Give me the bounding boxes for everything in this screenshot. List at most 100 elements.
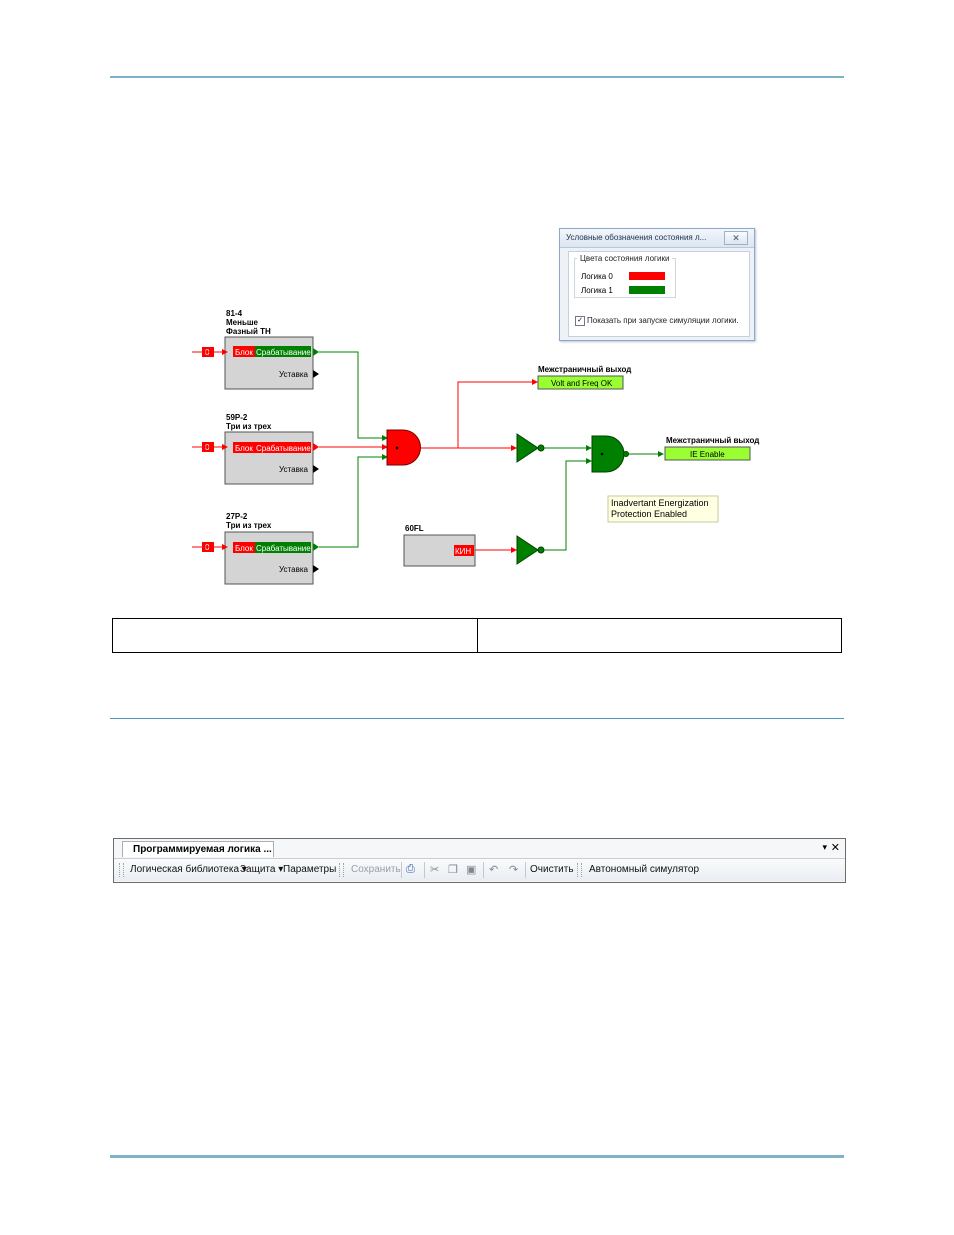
block-input-bg [233,442,255,453]
redo-icon[interactable]: ↷ [509,864,519,876]
toolbar-separator [401,862,402,878]
top-rule [110,76,844,78]
wire-81-4-to-and [319,351,388,441]
block-setting-label: Уставка [279,465,308,474]
clear-button[interactable]: Очистить [530,864,574,875]
logic0-label: Логика 0 [581,272,613,281]
block-setting-label: Уставка [279,565,308,574]
block-title: 59P-2 [226,413,248,422]
programmable-logic-panel: Программируемая логика ... ▾ ✕ Логическа… [113,838,846,883]
logic-library-menu[interactable]: Логическая библиотека ▾ [130,864,247,875]
caption-table [112,618,842,653]
toolbar-separator [483,862,484,878]
table-cell [112,618,478,653]
block-input-bg [233,542,255,553]
bottom-rule [110,1155,844,1158]
toolbar-grip[interactable] [577,863,582,877]
toolbar-separator [525,862,526,878]
not-gate-bubble [537,546,545,554]
block-output-bg [255,346,311,357]
legend-row-logic1: Логика 1 [581,286,665,295]
and-gate-output-bubble [623,451,629,457]
legend-row-logic0: Логика 0 [581,272,665,281]
block-title: 27P-2 [226,512,248,521]
toolbar-grip[interactable] [119,863,124,877]
and-gate-dot [600,452,604,456]
block-title: Три из трех [226,521,272,530]
output-voltfreq[interactable] [537,375,624,390]
undo-icon[interactable]: ↶ [489,864,499,876]
not-gate-2[interactable] [516,535,539,565]
copy-icon[interactable]: ❐ [448,864,458,876]
block-title: Три из трех [226,422,272,431]
cut-icon[interactable]: ✂ [430,864,440,876]
save-button[interactable]: Сохранить [351,864,401,875]
middle-rule [110,718,844,719]
logic-diagram: 81-4 Меньше Фазный TH Блок Срабатывание … [192,309,759,585]
logic1-swatch [629,286,665,294]
output-arrow [313,543,319,551]
output-ie-enable[interactable] [664,446,751,461]
block-body [224,531,314,585]
protection-menu[interactable]: Защита ▾ [240,864,284,875]
parameters-button[interactable]: Параметры [283,864,337,875]
close-icon[interactable]: ✕ [830,842,840,854]
block-body [224,431,314,485]
legend-title: Условные обозначения состояния л... [566,233,707,242]
and-gate-dot [395,446,399,450]
tooltip-line: Inadvertant Energization [611,498,709,508]
output-arrow [313,348,319,356]
block-input-label: Блок [235,544,253,553]
block-59p-2[interactable]: 59P-2 Три из трех Блок Срабатывание Уста… [192,413,319,485]
close-icon[interactable]: ✕ [724,231,748,245]
show-on-start-checkbox[interactable]: ✓ [575,316,585,326]
and-gate-green[interactable] [591,435,625,473]
not-gate-1[interactable] [516,433,539,463]
block-output-label: Срабатывание [256,444,311,453]
block-title: 60FL [405,524,424,533]
output-label: Volt and Freq OK [551,379,613,388]
block-output-bg [255,442,311,453]
dropdown-icon[interactable]: ▾ [822,842,827,852]
block-81-4[interactable]: 81-4 Меньше Фазный TH Блок Срабатывание … [192,309,319,390]
table-row [112,618,842,653]
output-arrow [313,443,319,451]
block-output-label: Срабатывание [256,544,311,553]
toolbar-separator [424,862,425,878]
standalone-simulator-button[interactable]: Автономный симулятор [589,864,700,875]
tooltip [607,495,719,523]
output-header: Межстраничный выход [666,436,759,445]
and-gate-red[interactable] [386,429,421,466]
block-body [224,336,314,390]
output-label: IE Enable [690,450,725,459]
show-on-start-label: Показать при запуске симуляции логики. [587,316,739,325]
tooltip-line: Protection Enabled [611,509,687,519]
block-output-bg [454,545,474,556]
print-icon[interactable]: ⎙ [406,863,415,875]
block-setting-label: Уставка [279,370,308,379]
wire-27p-2-to-and [319,454,388,548]
logic1-label: Логика 1 [581,286,613,295]
logic0-swatch [629,272,665,280]
legend-body: Цвета состояния логики Логика 0 Логика 1… [568,251,750,337]
panel-toolbar: Логическая библиотека ▾ Защита ▾ Парамет… [114,859,845,881]
block-27p-2[interactable]: 27P-2 Три из трех Блок Срабатывание Уста… [192,512,319,585]
table-cell [476,618,842,653]
legend-dialog[interactable]: Условные обозначения состояния л... ✕ Цв… [559,228,755,341]
output-arrow [313,370,319,378]
wire-not2-to-and2 [544,458,592,551]
tab-programmable-logic[interactable]: Программируемая логика ... [122,841,274,857]
legend-titlebar[interactable]: Условные обозначения состояния л... ✕ [560,229,754,248]
block-input-label: Блок [235,348,253,357]
panel-tab-row: Программируемая логика ... ▾ ✕ [114,839,845,859]
block-title: Меньше [226,318,259,327]
block-output-label: КИН [455,547,471,556]
output-arrow [313,465,319,473]
output-arrow [313,565,319,573]
paste-icon[interactable]: ▣ [466,864,477,876]
block-output-bg [255,542,311,553]
block-title: 81-4 [226,309,243,318]
not-gate-bubble [537,444,545,452]
toolbar-grip[interactable] [339,863,344,877]
block-output-label: Срабатывание [256,348,311,357]
